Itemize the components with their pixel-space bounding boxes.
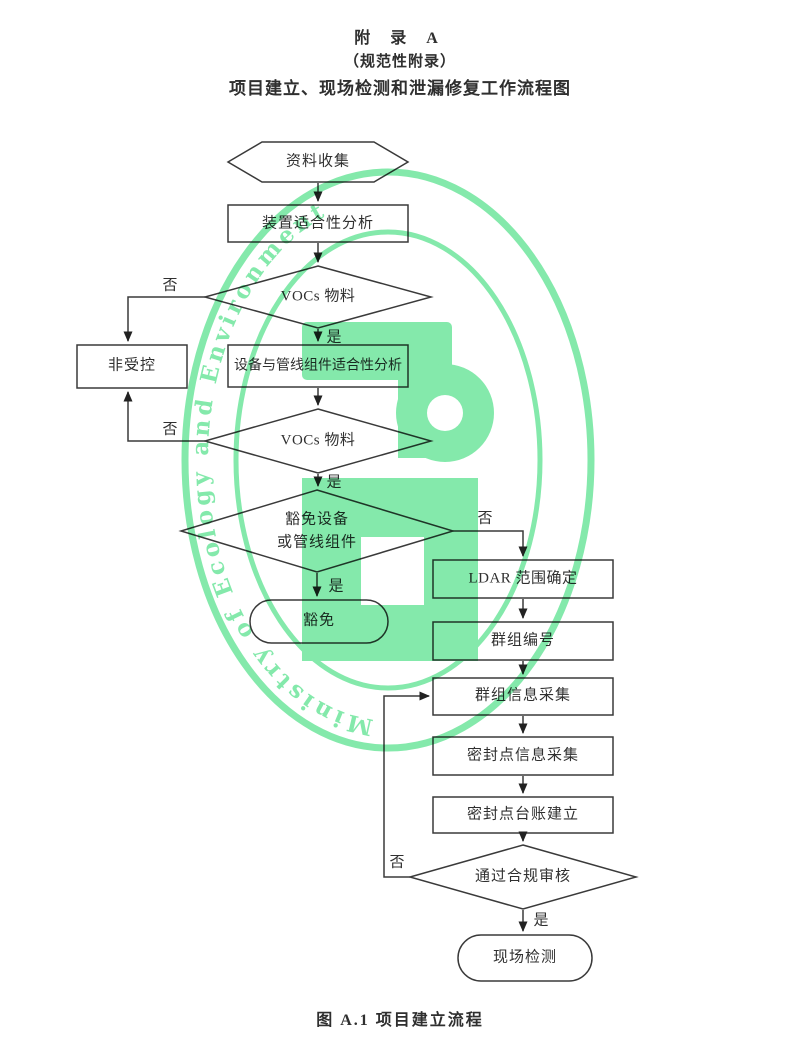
- branch-yes-vocs2: 是: [326, 474, 342, 491]
- label-vocs-check-2: VOCs 物料: [280, 432, 356, 449]
- label-group-info-collection: 群组信息采集: [474, 687, 572, 704]
- node-seal-point-ledger: [432, 796, 614, 834]
- branch-no-review: 否: [389, 854, 405, 871]
- label-exempt-check-line1: 豁免设备: [284, 511, 350, 528]
- label-vocs-check-1: VOCs 物料: [280, 288, 356, 305]
- flowchart-title: 项目建立、现场检测和泄漏修复工作流程图: [229, 79, 571, 98]
- node-onsite-detection: [457, 934, 593, 982]
- label-exempt-check-line2: 或管线组件: [276, 534, 358, 551]
- branch-no-vocs2: 否: [162, 421, 178, 438]
- label-component-suitability: 设备与管线组件适合性分析: [234, 358, 402, 374]
- branch-yes-vocs1: 是: [326, 329, 342, 346]
- branch-no-exemptcheck: 否: [477, 510, 493, 527]
- branch-yes-review: 是: [533, 912, 549, 929]
- node-compliance-review: [407, 844, 639, 910]
- label-device-suitability: 装置适合性分析: [261, 215, 375, 232]
- label-onsite-detection: 现场检测: [492, 949, 558, 966]
- figure-caption: 图 A.1 项目建立流程: [316, 1012, 484, 1029]
- label-compliance-review: 通过合规审核: [474, 868, 572, 885]
- branch-yes-exemptcheck: 是: [328, 578, 344, 595]
- appendix-subtitle: （规范性附录）: [343, 54, 456, 70]
- label-ldar-scope: LDAR 范围确定: [468, 570, 578, 587]
- branch-no-vocs1: 否: [162, 277, 178, 294]
- appendix-title: 附 录 A: [354, 30, 446, 47]
- edge-vocs2-no-to-uncontrolled: [123, 391, 205, 442]
- label-group-numbering: 群组编号: [490, 632, 556, 649]
- label-seal-point-ledger: 密封点台账建立: [466, 806, 580, 823]
- label-uncontrolled: 非受控: [107, 357, 157, 374]
- edge-vocs1-no-to-uncontrolled: [123, 296, 205, 342]
- label-start: 资料收集: [285, 153, 351, 170]
- label-seal-point-info-collection: 密封点信息采集: [466, 747, 580, 764]
- label-exempt: 豁免: [302, 612, 336, 629]
- node-uncontrolled: [76, 344, 188, 389]
